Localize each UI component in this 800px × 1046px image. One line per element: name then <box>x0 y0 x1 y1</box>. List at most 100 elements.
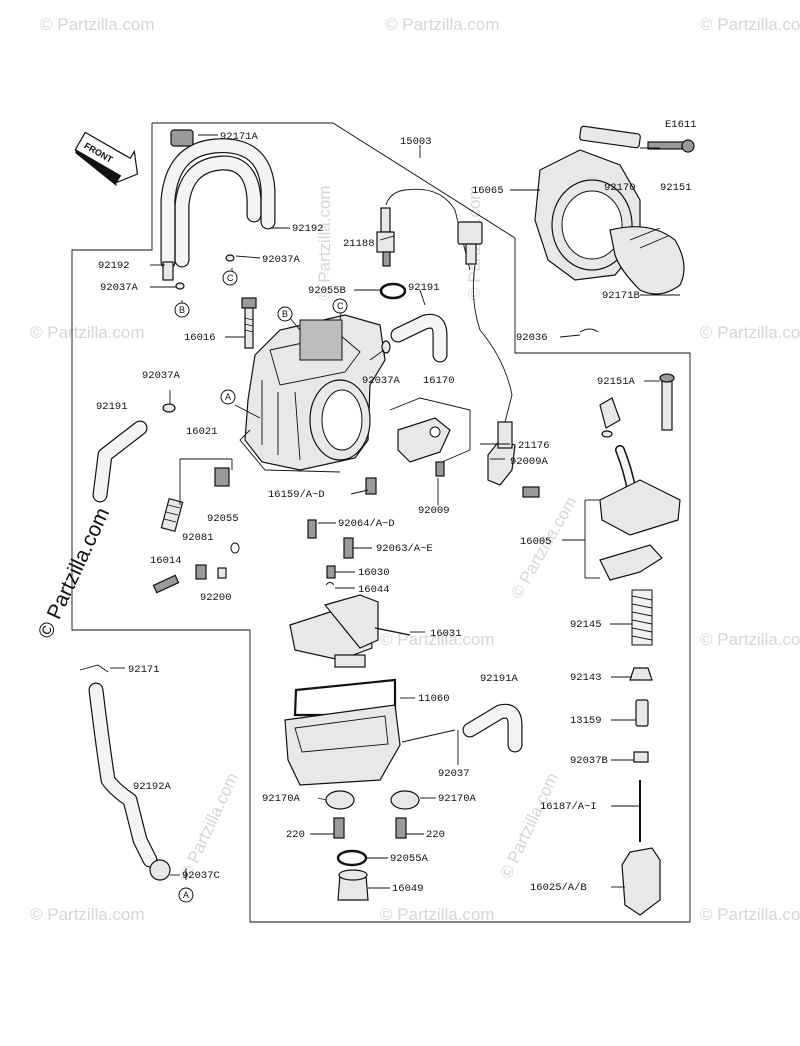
clamp-92037A <box>162 403 176 413</box>
part-label: 16025/A/B <box>530 882 587 894</box>
clamp-92037A <box>381 340 391 354</box>
part-label: 92009 <box>418 505 450 517</box>
part-label: 16031 <box>430 628 462 640</box>
watermark: © Partzilla.com <box>176 770 242 882</box>
part-label: 92200 <box>200 592 232 604</box>
part-label: 92192 <box>98 260 130 272</box>
part-label: 92171B <box>602 290 640 302</box>
part-label: 92170 <box>604 182 636 194</box>
hose-92191-left <box>92 420 148 503</box>
part-label: 92037A <box>362 375 401 387</box>
float-bowl-cap-16005 <box>599 373 681 581</box>
watermark: © Partzilla.com <box>700 630 800 649</box>
diagram-code: E1611 <box>665 119 697 131</box>
part-label: 16005 <box>520 536 552 548</box>
part-label: 92192 <box>292 223 324 235</box>
part-label: 92037C <box>182 870 220 882</box>
right-small-parts <box>621 667 661 916</box>
part-label: 16170 <box>423 375 455 387</box>
hose-clamp-92037C <box>149 859 171 881</box>
part-label: 16021 <box>186 426 218 438</box>
part-label: 16016 <box>184 332 216 344</box>
part-label: 92151 <box>660 182 692 194</box>
part-label: 21176 <box>518 440 550 452</box>
part-label: 92143 <box>570 672 602 684</box>
part-label: 92170A <box>438 793 477 805</box>
part-label: 13159 <box>570 715 602 727</box>
part-labels: 92171A 15003 16065 92170 92151 92192 211… <box>96 131 692 895</box>
part-label: 16030 <box>358 567 390 579</box>
part-label: 15003 <box>400 136 432 148</box>
ref-c-top: C <box>227 273 234 283</box>
ref-a-top: A <box>225 392 231 402</box>
part-label: 92037A <box>100 282 139 294</box>
part-label: 92009A <box>510 456 549 468</box>
part-label: 92055A <box>390 853 429 865</box>
part-label: 92064/A~D <box>338 518 395 530</box>
watermark: © Partzilla.com <box>700 905 800 924</box>
watermark: © Partzilla.com <box>496 770 562 882</box>
vent-hose-loop <box>160 129 276 281</box>
watermark: © Partzilla.com <box>30 323 145 342</box>
part-label: 92037 <box>438 768 470 780</box>
ref-b-left: B <box>179 305 185 315</box>
watermark: © Partzilla.com <box>40 15 155 34</box>
spring-92145 <box>631 589 653 646</box>
front-arrow-icon: FRONT <box>74 131 139 187</box>
part-label: 16159/A~D <box>268 489 325 501</box>
clamp-92037A <box>225 254 235 262</box>
hose-92192A <box>79 664 171 881</box>
ref-b-top: B <box>282 309 288 319</box>
part-label: 16187/A~I <box>540 801 597 813</box>
watermark: © Partzilla.com <box>700 15 800 34</box>
watermark: © Partzilla.com <box>385 15 500 34</box>
clamp-92037A <box>175 282 185 290</box>
part-label: 92171A <box>220 131 259 143</box>
part-label: 92191A <box>480 673 519 685</box>
part-label: 16014 <box>150 555 182 567</box>
part-label: 92192A <box>133 781 172 793</box>
part-label: 92151A <box>597 376 636 388</box>
watermark: © Partzilla.com <box>700 323 800 342</box>
watermark: © Partzilla.com <box>315 185 334 300</box>
leader-lines <box>110 134 680 889</box>
part-label: 16044 <box>358 584 390 596</box>
watermark-main: © Partzilla.com <box>34 504 115 642</box>
part-label: 11060 <box>418 693 450 705</box>
carburetor-body <box>239 314 386 473</box>
part-label: 92055B <box>308 285 346 297</box>
jets <box>152 461 540 594</box>
watermark: © Partzilla.com <box>380 905 495 924</box>
hose-end <box>162 261 174 281</box>
clip-92036 <box>579 328 599 333</box>
part-label: 92170A <box>262 793 301 805</box>
hose-clip-92171A <box>170 129 194 147</box>
part-label: 92063/A~E <box>376 543 433 555</box>
intake-holder-16065 <box>534 125 695 295</box>
part-label: 220 <box>426 829 445 841</box>
part-label: 92037A <box>142 370 181 382</box>
choke-plunger-16016 <box>241 297 257 349</box>
ref-c-mid: C <box>337 301 344 311</box>
part-label: 92036 <box>516 332 548 344</box>
throttle-cable-bracket <box>389 397 471 463</box>
part-label: 21188 <box>343 238 375 250</box>
part-label: 92191 <box>408 282 440 294</box>
part-label: 220 <box>286 829 305 841</box>
part-label: 92037A <box>262 254 301 266</box>
part-label: 92191 <box>96 401 128 413</box>
throttle-valve-16031 <box>289 594 411 668</box>
assembly-frame <box>71 122 691 923</box>
part-label: 92171 <box>128 664 160 676</box>
part-label: 16065 <box>472 185 504 197</box>
part-label: 92145 <box>570 619 602 631</box>
part-label: 92037B <box>570 755 608 767</box>
reference-markers: C B B C A A <box>174 270 348 903</box>
float-bowl-11060 <box>284 678 456 901</box>
sensor-21188 <box>376 188 483 271</box>
hose-92191-top <box>390 313 448 363</box>
watermark: © Partzilla.com <box>30 905 145 924</box>
part-label: 92081 <box>182 532 214 544</box>
throttle-sensor-21176 <box>472 264 516 486</box>
part-label: 92055 <box>207 513 239 525</box>
